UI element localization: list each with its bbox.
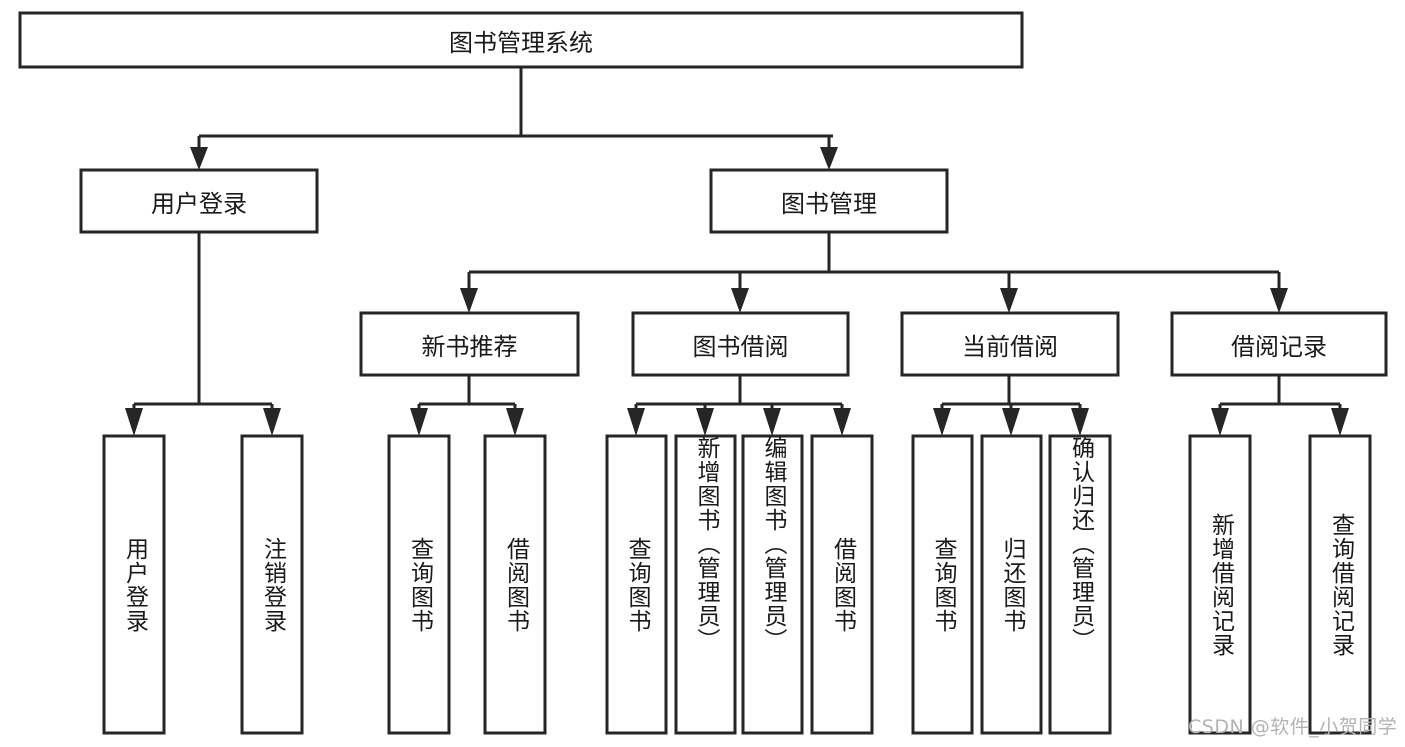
- arrowhead-leaf-logout: [263, 408, 281, 436]
- connector-group-user-login: [125, 232, 281, 436]
- node-book-manage[interactable]: [709, 168, 949, 234]
- node-leaf-query-record[interactable]: [1308, 434, 1372, 735]
- connector-group-root: [190, 67, 838, 170]
- node-leaf-confirm-return[interactable]: [1048, 434, 1112, 735]
- arrowhead-leaf-return-book: [1002, 408, 1020, 436]
- node-user-login[interactable]: [79, 168, 319, 234]
- arrowhead-leaf-query-book-2: [627, 408, 645, 436]
- arrowhead-borrow-record: [1270, 288, 1288, 313]
- arrowhead-leaf-query-record: [1331, 408, 1349, 436]
- arrowhead-new-book-recommend: [460, 288, 478, 313]
- csdn-watermark: CSDN @软件_小贺同学: [1188, 716, 1398, 738]
- node-book-borrow[interactable]: [631, 311, 850, 377]
- node-leaf-logout[interactable]: [240, 434, 304, 735]
- node-current-borrow[interactable]: [900, 311, 1120, 377]
- arrowhead-leaf-add-record: [1211, 408, 1229, 436]
- node-leaf-query-book-1[interactable]: [387, 434, 451, 735]
- node-leaf-add-record[interactable]: [1188, 434, 1252, 735]
- node-leaf-return-book[interactable]: [980, 434, 1043, 735]
- arrowhead-user-login: [190, 147, 208, 170]
- arrowhead-leaf-user-login: [125, 408, 143, 436]
- connector-group-borrow-record: [1211, 375, 1349, 436]
- node-leaf-add-book[interactable]: [674, 434, 737, 735]
- arrowhead-leaf-edit-book: [763, 408, 781, 436]
- connector-group-book-borrow: [627, 375, 851, 436]
- arrowhead-book-borrow: [731, 288, 749, 313]
- connector-group-current-borrow: [933, 375, 1089, 436]
- connector-group-new-book-recommend: [410, 375, 524, 436]
- node-leaf-borrow-book-2[interactable]: [810, 434, 874, 735]
- arrowhead-current-borrow: [1000, 288, 1018, 313]
- node-leaf-borrow-book-1[interactable]: [483, 434, 547, 735]
- node-leaf-edit-book[interactable]: [741, 434, 804, 735]
- arrowhead-book-manage: [820, 147, 838, 170]
- arrowhead-leaf-borrow-book-2: [833, 408, 851, 436]
- connector-group-book-manage: [460, 232, 1288, 313]
- arrowhead-leaf-query-book-1: [410, 408, 428, 436]
- node-root[interactable]: [18, 11, 1024, 69]
- node-borrow-record[interactable]: [1170, 311, 1388, 377]
- arrowhead-leaf-query-book-3: [933, 408, 951, 436]
- node-leaf-query-book-2[interactable]: [605, 434, 668, 735]
- arrowhead-leaf-add-book: [696, 408, 714, 436]
- node-leaf-query-book-3[interactable]: [911, 434, 974, 735]
- arrowhead-leaf-confirm-return: [1071, 408, 1089, 436]
- node-leaf-user-login[interactable]: [102, 434, 166, 735]
- node-new-book-recommend[interactable]: [359, 311, 580, 377]
- arrowhead-leaf-borrow-book-1: [506, 408, 524, 436]
